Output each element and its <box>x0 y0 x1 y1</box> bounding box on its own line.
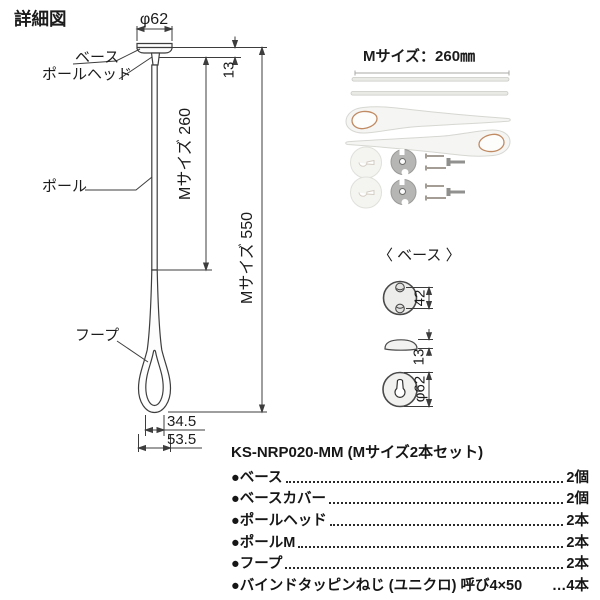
part-label: ●フープ <box>231 556 283 573</box>
dim-label-base-diameter: φ62 <box>411 375 429 403</box>
part-label: ●ポールM <box>231 534 296 551</box>
parts-list: KS-NRP020-MM (Mサイズ2本セット) ●ベース 2個 ●ベースカバー… <box>231 441 589 595</box>
dim-hoop-outer-width <box>136 434 202 452</box>
page-title: 詳細図 <box>14 9 67 29</box>
base-top-view <box>382 280 418 316</box>
part-count: 2個 <box>566 491 589 508</box>
base-bottom-view <box>382 371 418 408</box>
base-detail-dimensions <box>404 285 433 409</box>
hoop-shape <box>137 269 172 414</box>
kit-photo-caption: Mサイズ：260㎜ <box>363 48 476 65</box>
part-count: 2本 <box>566 513 589 530</box>
label-hoop: フープ <box>75 327 120 344</box>
part-label: ●ポールヘッド <box>231 513 327 530</box>
part-count: …4本 <box>551 578 589 595</box>
leader-lines <box>72 48 153 363</box>
parts-list-heading: KS-NRP020-MM (Mサイズ2本セット) <box>231 444 484 461</box>
dim-label-hoop-outer-width: 53.5 <box>167 431 197 448</box>
parts-list-row-pole-m: ●ポールM 2本 <box>231 530 589 552</box>
base-metal-photo <box>390 149 417 176</box>
base-disc-side-view <box>136 42 173 54</box>
base-leader-line <box>72 48 141 65</box>
dim-label-pole-length: Mサイズ 260 <box>177 108 194 200</box>
dim-label-base-side-thickness: 13 <box>410 348 428 366</box>
part-count: 2本 <box>566 556 589 573</box>
parts-list-row-base-cover: ●ベースカバー 2個 <box>231 487 589 509</box>
screws-photo <box>425 153 465 171</box>
part-label: ●ベースカバー <box>231 491 327 508</box>
part-label: ●ベース <box>231 469 283 486</box>
dim-base-diameter <box>404 370 433 409</box>
parts-list-row-pole-head: ●ポールヘッド 2本 <box>231 508 589 530</box>
pole-shape <box>151 64 158 271</box>
pole-head-shape <box>150 52 161 66</box>
dim-label-base-thickness: 13 <box>220 61 238 79</box>
dim-base-side-thickness <box>418 329 433 356</box>
dim-base-thickness <box>231 36 239 65</box>
hardware-row-1 <box>350 146 465 179</box>
dotted-leader <box>329 502 564 505</box>
dim-top-diameter <box>135 25 174 41</box>
hoop-photo-1 <box>345 106 511 134</box>
dim-label-hoop-inner-width: 34.5 <box>167 413 197 430</box>
dim-overall-length <box>258 45 266 414</box>
dotted-leader <box>329 524 564 527</box>
parts-list-row-hoop: ●フープ 2本 <box>231 552 589 574</box>
parts-list-row-base: ●ベース 2個 <box>231 465 589 487</box>
parts-list-row-screws: ●バインドタッピンねじ (ユニクロ) 呼び4×50 …4本 <box>231 573 589 595</box>
part-count: 2個 <box>566 469 589 486</box>
label-pole-head: ポールヘッド <box>42 66 133 83</box>
kit-photo <box>345 70 511 210</box>
dimension-lines <box>135 25 267 452</box>
dotted-leader <box>285 480 564 483</box>
label-base: ベース <box>75 49 120 66</box>
dim-pole-length <box>202 55 210 272</box>
label-pole: ポール <box>42 178 88 195</box>
dotted-leader <box>285 567 564 570</box>
pole-leader-line <box>85 176 153 191</box>
pole-elevation-drawing <box>136 42 173 414</box>
dim-hoop-inner-width <box>143 415 205 436</box>
base-detail-heading: 〈 ベース 〉 <box>378 247 461 264</box>
pole-photo-2 <box>350 91 509 96</box>
dim-label-top-diameter: φ62 <box>139 11 169 28</box>
dim-screw-pitch <box>406 285 433 311</box>
dim-label-screw-pitch: 42 <box>411 289 429 307</box>
part-count: 2本 <box>566 534 589 551</box>
base-cover-photo <box>350 146 382 179</box>
part-label: ●バインドタッピンねじ (ユニクロ) 呼び4×50 <box>231 578 523 595</box>
hardware-row-2 <box>349 175 467 210</box>
base-side-view <box>384 339 418 351</box>
pole-head-leader-line <box>118 56 153 80</box>
pole-length-indicator-line <box>354 70 510 76</box>
dim-label-overall-length: Mサイズ 550 <box>239 212 256 304</box>
base-detail-views <box>382 280 433 409</box>
pole-photo-1 <box>351 77 510 82</box>
hoop-leader-line <box>116 340 149 363</box>
dotted-leader <box>298 545 564 548</box>
